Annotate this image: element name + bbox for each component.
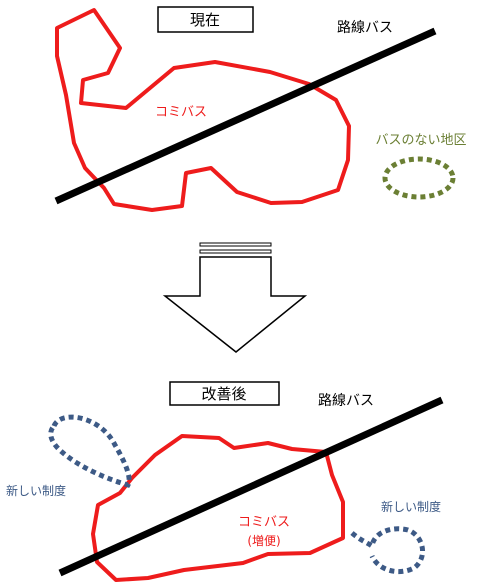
after-route-bus-label: 路線バス	[318, 393, 374, 409]
before-route-bus-label: 路線バス	[337, 20, 393, 36]
before-route-bus-line	[54, 27, 437, 205]
before-title-box	[157, 6, 254, 33]
no-bus-area-outline	[382, 156, 456, 200]
new-system-left-area	[48, 414, 132, 488]
after-community-bus-area	[91, 434, 345, 582]
before-title: 現在	[190, 11, 220, 29]
after-route-bus-line	[58, 396, 444, 577]
new-system-left-label: 新しい制度	[6, 483, 66, 498]
after-title-box	[169, 381, 280, 406]
arrow-stripe-2	[199, 249, 272, 254]
before-panel: 現在 路線バス コミバス バスのない地区	[54, 6, 467, 212]
before-community-bus-label: コミバス	[155, 105, 207, 120]
after-panel: 改善後 路線バス コミバス (増便) 新しい制度 新しい制度	[6, 381, 444, 582]
after-community-bus-note: (増便)	[247, 534, 280, 548]
after-title: 改善後	[201, 385, 246, 403]
after-community-bus-label: コミバス	[238, 515, 290, 530]
down-arrow-icon	[162, 256, 308, 353]
no-bus-area-label: バスのない地区	[375, 133, 466, 148]
transition-arrow	[162, 242, 308, 353]
arrow-stripe-1	[199, 242, 272, 247]
new-system-right-area	[350, 526, 425, 574]
new-system-right-label: 新しい制度	[381, 499, 441, 514]
